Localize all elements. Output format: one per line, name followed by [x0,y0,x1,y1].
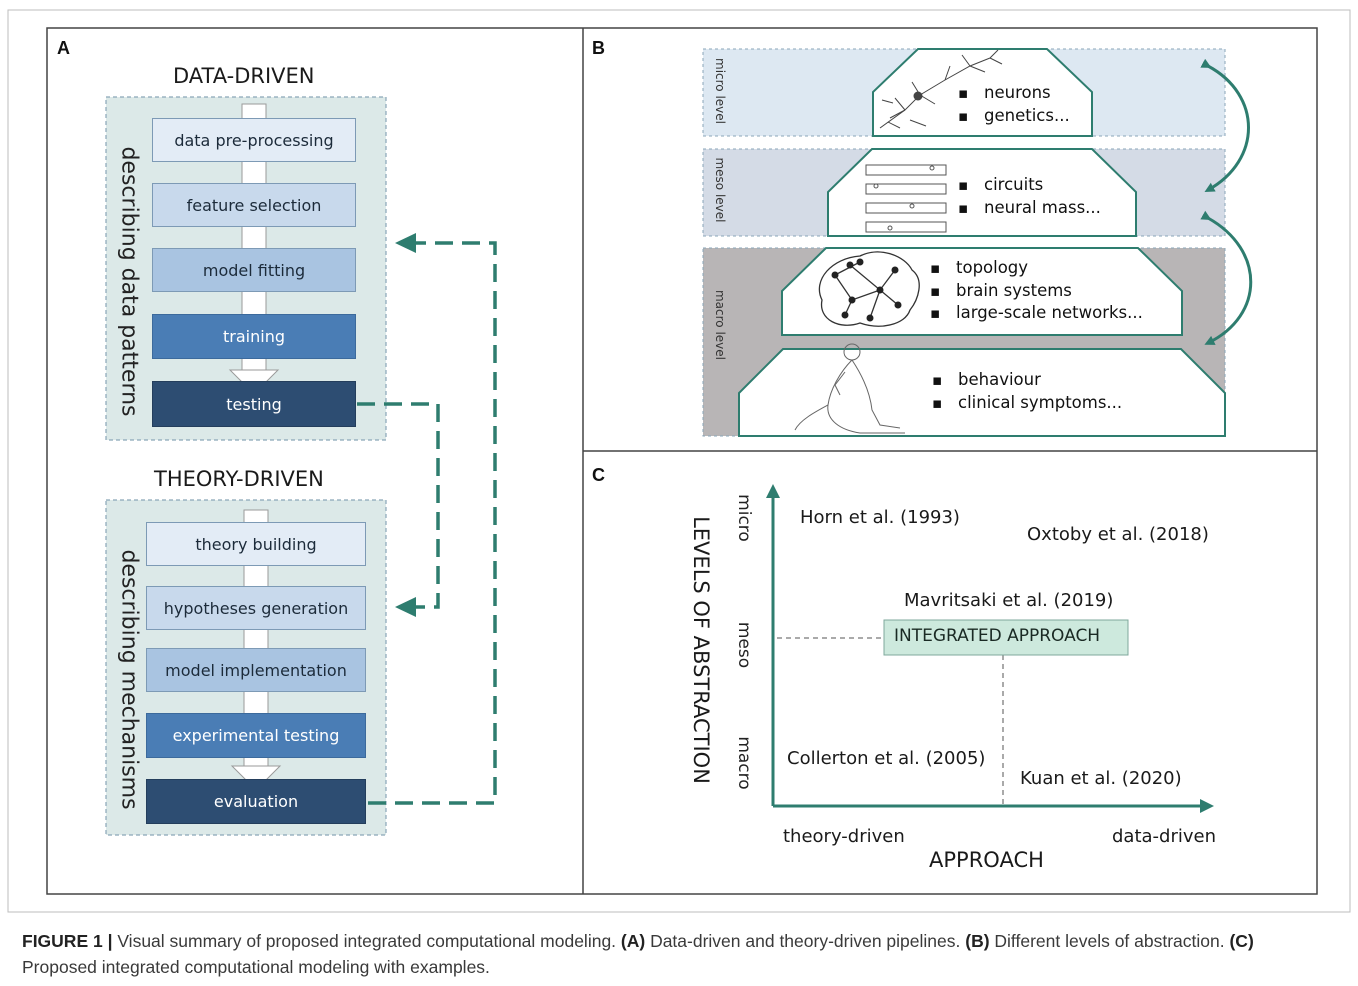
data-driven-title: DATA-DRIVEN [173,64,315,88]
step-experimental-testing: experimental testing [146,713,366,758]
theory-driven-title: THEORY-DRIVEN [154,467,324,491]
ref-collerton-2005: Collerton et al. (2005) [787,748,986,769]
y-tick-micro: micro [734,494,754,542]
caption-b-text: Different levels of abstraction. [989,931,1230,951]
caption-a-label: (A) [620,931,646,951]
neuron-illustration [879,49,1003,129]
macro-upper-items: topology brain systems large-scale netwo… [930,257,1143,325]
integrated-approach-box [883,619,1129,656]
step-model-fitting: model fitting [152,248,356,292]
ref-mavritsaki-2019: Mavritsaki et al. (2019) [904,590,1114,611]
step-evaluation: evaluation [146,779,366,824]
macro-lower-items: behaviour clinical symptoms... [932,369,1122,414]
feedback-arrows [357,241,497,805]
step-training: training [152,314,356,359]
micro-item-genetics: genetics... [958,105,1070,128]
meso-item-neural-mass: neural mass... [958,197,1101,220]
figure-frame [7,9,1351,913]
theory-driven-side-label: describing mechanisms [116,549,142,810]
micro-level-label: micro level [713,58,727,124]
circuit-illustration [865,164,947,233]
micro-meso-arrow [1200,58,1250,192]
panel-a-letter: A [57,38,70,58]
integrated-approach-label: INTEGRATED APPROACH [894,626,1101,646]
meso-items: circuits neural mass... [958,174,1101,219]
x-axis-title: APPROACH [929,848,1044,872]
x-tick-theory-driven: theory-driven [783,826,905,847]
meso-level-label: meso level [713,157,727,223]
macro-item-topology: topology [930,257,1143,280]
person-illustration [794,343,905,434]
step-theory-building: theory building [146,522,366,566]
panel-b-letter: B [592,38,605,58]
caption-c-text: Proposed integrated computational modeli… [22,957,490,977]
step-data-pre-processing: data pre-processing [152,118,356,162]
brain-network-illustration [818,251,920,327]
data-driven-side-label: describing data patterns [116,146,142,417]
figure-caption: FIGURE 1 | Visual summary of proposed in… [22,928,1332,980]
panels-frame [46,27,1318,895]
caption-figure-label: FIGURE 1 | [22,931,113,951]
step-hypotheses-generation: hypotheses generation [146,586,366,630]
macro-item-large-scale-networks: large-scale networks... [930,302,1143,325]
micro-items: neurons genetics... [958,82,1070,127]
arrowhead-model-fitting [395,233,416,253]
y-tick-macro: macro [734,736,754,790]
caption-intro: Visual summary of proposed integrated co… [112,931,621,951]
step-testing: testing [152,381,356,427]
step-feature-selection: feature selection [152,183,356,227]
meso-item-circuits: circuits [958,174,1101,197]
y-axis-title: LEVELS OF ABSTRACTION [689,516,713,784]
caption-b-label: (B) [965,931,990,951]
micro-item-neurons: neurons [958,82,1070,105]
macro-level-label: macro level [713,289,727,360]
macro-item-brain-systems: brain systems [930,280,1143,303]
x-tick-data-driven: data-driven [1112,826,1217,847]
ref-oxtoby-2018: Oxtoby et al. (2018) [1027,524,1209,545]
caption-c-label: (C) [1229,931,1254,951]
ref-horn-1993: Horn et al. (1993) [800,507,960,528]
macro-item-clinical-symptoms: clinical symptoms... [932,392,1122,415]
step-model-implementation: model implementation [146,648,366,692]
meso-macro-arrow [1200,210,1253,345]
integrated-plot [766,484,1214,813]
panel-c-letter: C [592,465,605,485]
caption-a-text: Data-driven and theory-driven pipelines. [645,931,966,951]
arrowhead-hypotheses [395,597,416,617]
macro-item-behaviour: behaviour [932,369,1122,392]
ref-kuan-2020: Kuan et al. (2020) [1020,768,1182,789]
y-tick-meso: meso [734,621,754,669]
